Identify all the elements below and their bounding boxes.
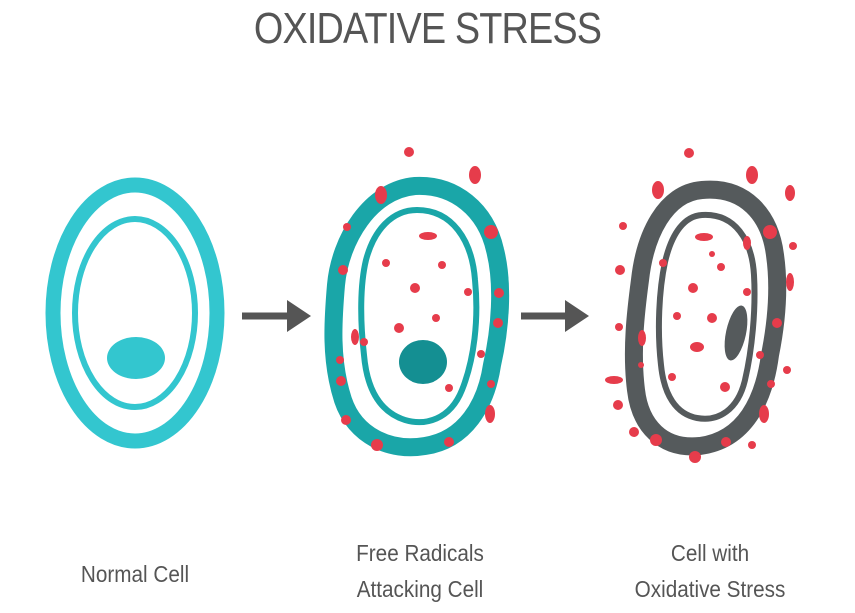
normal-cell-inner-membrane	[72, 216, 198, 410]
free-radical	[650, 434, 662, 446]
free-radical	[371, 439, 383, 451]
free-radical	[688, 283, 698, 293]
free-radical	[743, 288, 751, 296]
free-radical	[360, 338, 368, 346]
free-radical	[789, 242, 797, 250]
free-radical	[493, 318, 503, 328]
attacked-cell	[324, 176, 510, 457]
free-radical	[668, 373, 676, 381]
attacked-cell-inner-membrane	[358, 206, 480, 426]
free-radical	[485, 405, 495, 423]
stage-label-oxidative-stress: Cell with Oxidative Stress	[611, 535, 809, 607]
free-radical	[619, 222, 627, 230]
free-radical	[336, 356, 344, 364]
free-radical	[763, 225, 777, 239]
free-radical	[484, 225, 498, 239]
normal-cell-nucleus	[107, 337, 165, 379]
arrow-right-icon	[521, 300, 589, 332]
free-radical	[748, 441, 756, 449]
free-radical	[759, 405, 769, 423]
damaged-cell	[624, 180, 787, 456]
free-radical	[394, 323, 404, 333]
free-radical	[786, 273, 794, 291]
free-radical	[746, 166, 758, 184]
free-radical	[695, 233, 713, 241]
damaged-cell-nucleus	[724, 305, 748, 361]
free-radical	[615, 323, 623, 331]
damaged-cell-outer-membrane	[624, 180, 787, 456]
free-radicals	[336, 147, 797, 463]
free-radical	[772, 318, 782, 328]
arrow-right-icon	[242, 300, 311, 332]
free-radical	[707, 313, 717, 323]
stage-label-line: Normal Cell	[80, 561, 190, 587]
normal-cell	[45, 177, 225, 449]
free-radical	[469, 166, 481, 184]
free-radical	[487, 380, 495, 388]
free-radical	[419, 232, 437, 240]
attacked-cell-outer-membrane	[324, 176, 510, 457]
free-radical	[494, 288, 504, 298]
free-radical	[605, 376, 623, 384]
free-radical	[336, 376, 346, 386]
free-radical	[343, 223, 351, 231]
stage-label-line: Cell with	[670, 540, 750, 566]
free-radical	[756, 351, 764, 359]
free-radical	[709, 251, 715, 257]
free-radical	[690, 342, 704, 352]
free-radical	[338, 265, 348, 275]
free-radical	[464, 288, 472, 296]
free-radical	[410, 283, 420, 293]
free-radical	[404, 147, 414, 157]
free-radical	[673, 312, 681, 320]
free-radical	[445, 384, 453, 392]
free-radical	[613, 400, 623, 410]
free-radical	[720, 382, 730, 392]
free-radical	[659, 259, 667, 267]
free-radical	[432, 314, 440, 322]
free-radical	[629, 427, 639, 437]
free-radical	[743, 236, 751, 250]
free-radical	[785, 185, 795, 201]
free-radical	[438, 261, 446, 269]
free-radical	[638, 330, 646, 346]
free-radical	[689, 451, 701, 463]
free-radical	[652, 181, 664, 199]
free-radical	[351, 329, 359, 345]
free-radical	[684, 148, 694, 158]
free-radical	[615, 265, 625, 275]
free-radical	[721, 437, 731, 447]
stage-label-line: Free Radicals	[356, 540, 484, 566]
free-radical	[638, 362, 644, 368]
free-radical	[783, 366, 791, 374]
free-radical	[717, 263, 725, 271]
free-radical	[477, 350, 485, 358]
diagram-title: OXIDATIVE STRESS	[253, 4, 602, 53]
free-radical	[341, 415, 351, 425]
free-radical	[767, 380, 775, 388]
stage-label-line: Oxidative Stress	[634, 576, 786, 602]
free-radical	[382, 259, 390, 267]
free-radical	[444, 437, 454, 447]
normal-cell-outer-membrane	[45, 177, 225, 449]
free-radical	[375, 186, 387, 204]
attacked-cell-nucleus	[399, 340, 447, 384]
stage-label-normal-cell: Normal Cell	[50, 556, 221, 592]
stage-label-line: Attacking Cell	[356, 576, 484, 602]
stage-label-free-radicals: Free Radicals Attacking Cell	[330, 535, 510, 607]
